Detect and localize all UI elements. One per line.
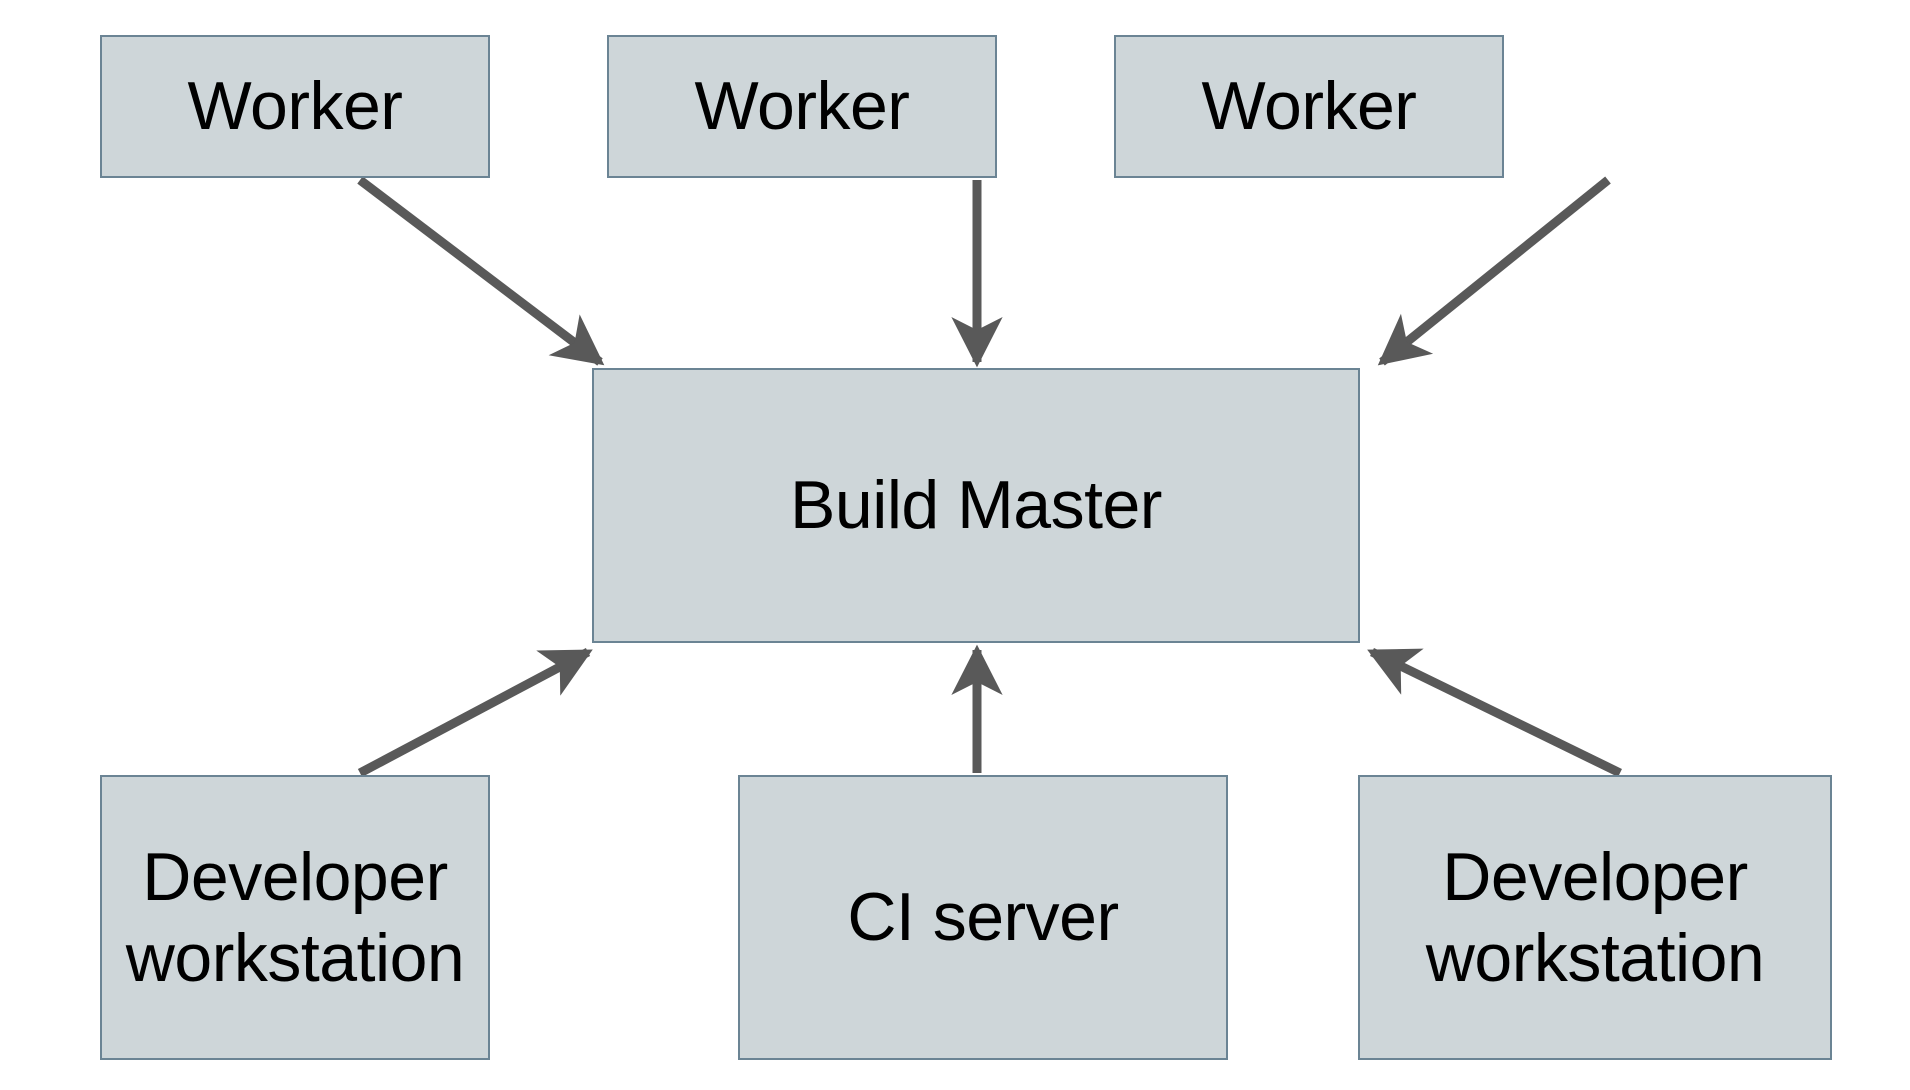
node-label: Worker (1201, 68, 1417, 145)
node-label: Developer workstation (1425, 839, 1765, 996)
node-label: Build Master (790, 467, 1162, 544)
edge-devright-to-master (1367, 647, 1622, 778)
node-label: Developer workstation (125, 839, 465, 996)
node-ci-server[interactable]: CI server (738, 775, 1228, 1060)
node-build-master[interactable]: Build Master (592, 368, 1360, 643)
node-worker-2[interactable]: Worker (607, 35, 997, 178)
node-label: Worker (694, 68, 910, 145)
node-worker-3[interactable]: Worker (1114, 35, 1504, 178)
edge-worker3-to-master (1377, 176, 1611, 366)
node-label: Worker (187, 68, 403, 145)
edge-worker1-to-master (357, 176, 605, 366)
node-worker-1[interactable]: Worker (100, 35, 490, 178)
node-developer-workstation-left[interactable]: Developer workstation (100, 775, 490, 1060)
node-developer-workstation-right[interactable]: Developer workstation (1358, 775, 1832, 1060)
edge-devleft-to-master (357, 648, 593, 777)
node-label: CI server (847, 879, 1119, 956)
